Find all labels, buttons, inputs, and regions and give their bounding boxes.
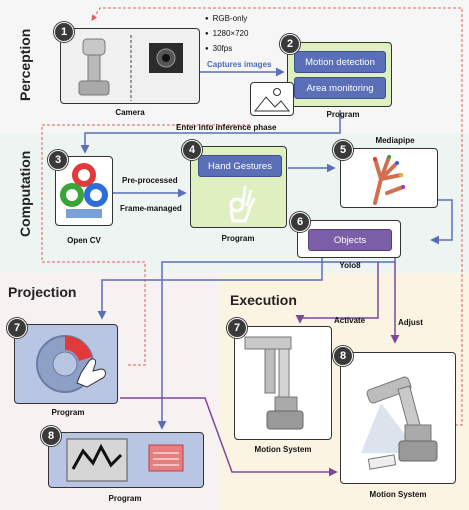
node-3-badge: 3 xyxy=(48,150,68,170)
motion-detection-button[interactable]: Motion detection xyxy=(294,51,386,73)
section-projection-label: Projection xyxy=(8,284,77,300)
program-4-card: Hand Gestures xyxy=(190,146,287,228)
node-8p-badge: 8 xyxy=(41,426,61,446)
image-icon xyxy=(250,82,294,116)
edge-label-framemanaged: Frame-managed xyxy=(120,204,182,213)
node-8p-caption: Program xyxy=(108,494,142,503)
node-8e-badge: 8 xyxy=(333,346,353,366)
program-2-card: Motion detection Area monitoring xyxy=(287,42,392,107)
camera-spec-resolution: 1280×720 xyxy=(205,29,249,38)
ok-hand-icon xyxy=(229,185,256,223)
arrow-activate xyxy=(295,262,379,324)
node-1-badge: 1 xyxy=(54,22,74,42)
yolo-card: Objects xyxy=(297,220,401,258)
arrow-inference xyxy=(80,110,341,154)
robot-arm-folded-icon xyxy=(244,336,304,430)
node-5-badge: 5 xyxy=(333,140,353,160)
opencv-logo-icon xyxy=(60,163,108,218)
edge-label-activate: Activate xyxy=(334,316,366,325)
node-7e-badge: 7 xyxy=(227,318,247,338)
hand-landmarks-icon xyxy=(373,155,405,205)
node-4-caption: Program xyxy=(221,234,255,243)
arrow-to-program8 xyxy=(157,258,396,430)
camera-illustration xyxy=(78,35,183,101)
node-7p-caption: Program xyxy=(51,408,85,417)
section-execution-label: Execution xyxy=(230,292,297,308)
node-6-caption: Yolo8 xyxy=(339,261,361,270)
dashed-feedback-left xyxy=(41,124,250,366)
motion-system-7-card xyxy=(234,326,332,440)
dial-touch-icon xyxy=(36,335,106,393)
node-1-caption: Camera xyxy=(115,108,145,117)
projection-map-icon xyxy=(66,438,184,482)
area-monitoring-button[interactable]: Area monitoring xyxy=(294,77,386,99)
opencv-card xyxy=(55,156,113,226)
robot-arm-projector-icon xyxy=(361,376,438,470)
motion-system-8-card xyxy=(340,352,456,484)
camera-spec-framerate: 30fps xyxy=(205,44,233,53)
camera-card xyxy=(60,28,200,104)
arrow-to-projection xyxy=(97,258,323,320)
node-3-caption: Open CV xyxy=(67,236,101,245)
node-4-badge: 4 xyxy=(182,140,202,160)
node-7e-caption: Motion System xyxy=(254,445,312,454)
edge-label-captures: Captures images xyxy=(207,60,272,69)
camera-spec-resolution-type: RGB-only xyxy=(205,14,248,23)
dashed-feedback-top xyxy=(91,7,463,426)
edge-label-inference: Enter into inference phase xyxy=(176,123,277,132)
edge-label-preprocessed: Pre-processed xyxy=(122,176,178,185)
program-8-card xyxy=(48,432,204,488)
program-7-card xyxy=(14,324,118,404)
node-8e-caption: Motion System xyxy=(369,490,427,499)
mediapipe-card xyxy=(340,148,438,208)
node-6-badge: 6 xyxy=(290,212,310,232)
node-7p-badge: 7 xyxy=(7,318,27,338)
node-2-badge: 2 xyxy=(280,34,300,54)
hand-gestures-button[interactable]: Hand Gestures xyxy=(198,155,282,177)
objects-button[interactable]: Objects xyxy=(308,229,392,251)
node-5-caption: Mediapipe xyxy=(375,136,415,145)
arrow-to-objects xyxy=(430,199,453,245)
arrow-program-to-motion xyxy=(120,397,338,477)
edge-label-adjust: Adjust xyxy=(398,318,423,327)
node-2-caption: Program xyxy=(326,110,360,119)
